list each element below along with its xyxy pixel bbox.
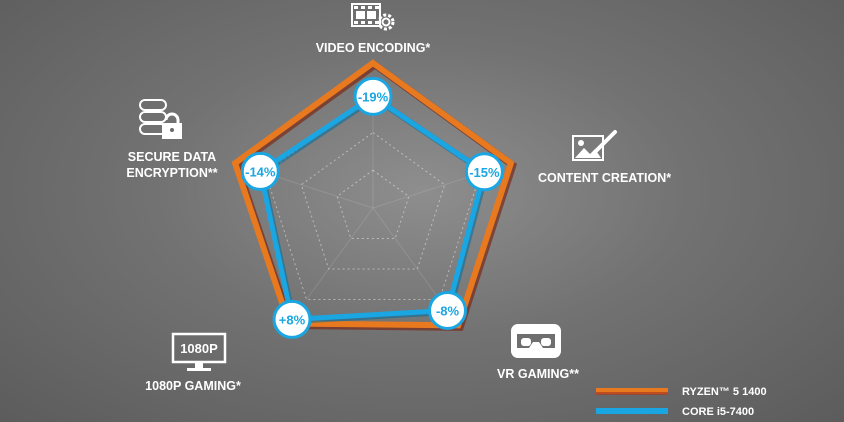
legend-swatch (596, 408, 668, 414)
legend-item-core: CORE i5-7400 (596, 406, 754, 418)
film-gear-icon (351, 3, 395, 31)
axis-icons: 1080P (139, 3, 617, 371)
grid-spoke (372, 172, 481, 209)
database-lock-icon (139, 99, 182, 139)
badge-circle (353, 76, 393, 116)
axis-labels: VIDEO ENCODING* CONTENT CREATION* VR GAMIN… (126, 41, 671, 393)
axis-label-line: 1080P GAMING* (145, 379, 241, 393)
legend-swatch (596, 388, 668, 394)
grid-spoke (372, 207, 440, 300)
vr-headset-icon (511, 324, 561, 358)
badge-circle (428, 291, 467, 330)
legend-label: CORE i5-7400 (682, 406, 754, 418)
axis-label-line: VR GAMING** (497, 367, 579, 381)
axis-label-content: CONTENT CREATION* (538, 171, 671, 185)
grid-spoke (265, 172, 374, 209)
axis-label-line: VIDEO ENCODING* (316, 41, 431, 55)
badge-video: -19% (353, 76, 393, 116)
legend-item-ryzen: RYZEN™ 5 1400 (596, 386, 767, 398)
badge-content: -15% (464, 152, 504, 192)
difference-badges: -19% -15% -8% +8% -14% (240, 76, 504, 339)
radar-series (231, 59, 518, 331)
badge-value: -8% (436, 304, 460, 319)
axis-label-line: CONTENT CREATION* (538, 171, 671, 185)
grid-ring (336, 169, 410, 239)
monitor-1080p-text: 1080P (180, 341, 218, 356)
badge-circle (464, 152, 504, 192)
badge-vr: -8% (428, 291, 467, 330)
axis-label-encryption: SECURE DATA ENCRYPTION** (126, 150, 217, 180)
axis-label-line: ENCRYPTION** (126, 166, 217, 180)
badge-encryption: -14% (240, 151, 280, 191)
series-core-line (257, 93, 488, 323)
badge-value: -19% (358, 89, 389, 104)
badge-value: +8% (279, 312, 306, 327)
picture-pen-icon (572, 130, 617, 161)
grid-ring (300, 131, 446, 270)
badge-circle (240, 151, 280, 191)
grid-spoke (306, 207, 374, 300)
series-ryzen-line (231, 59, 515, 329)
badge-value: -14% (245, 164, 276, 179)
axis-label-gaming1080: 1080P GAMING* (145, 379, 241, 393)
axis-label-vr: VR GAMING** (497, 367, 579, 381)
legend-label: RYZEN™ 5 1400 (682, 386, 767, 398)
badge-gaming1080: +8% (272, 299, 312, 339)
badge-value: -15% (469, 165, 500, 180)
badge-circle (272, 299, 312, 339)
axis-label-video: VIDEO ENCODING* (316, 41, 431, 55)
axis-label-line: SECURE DATA (128, 150, 216, 164)
monitor-1080p-icon: 1080P (171, 332, 227, 371)
radar-grid (264, 94, 482, 300)
